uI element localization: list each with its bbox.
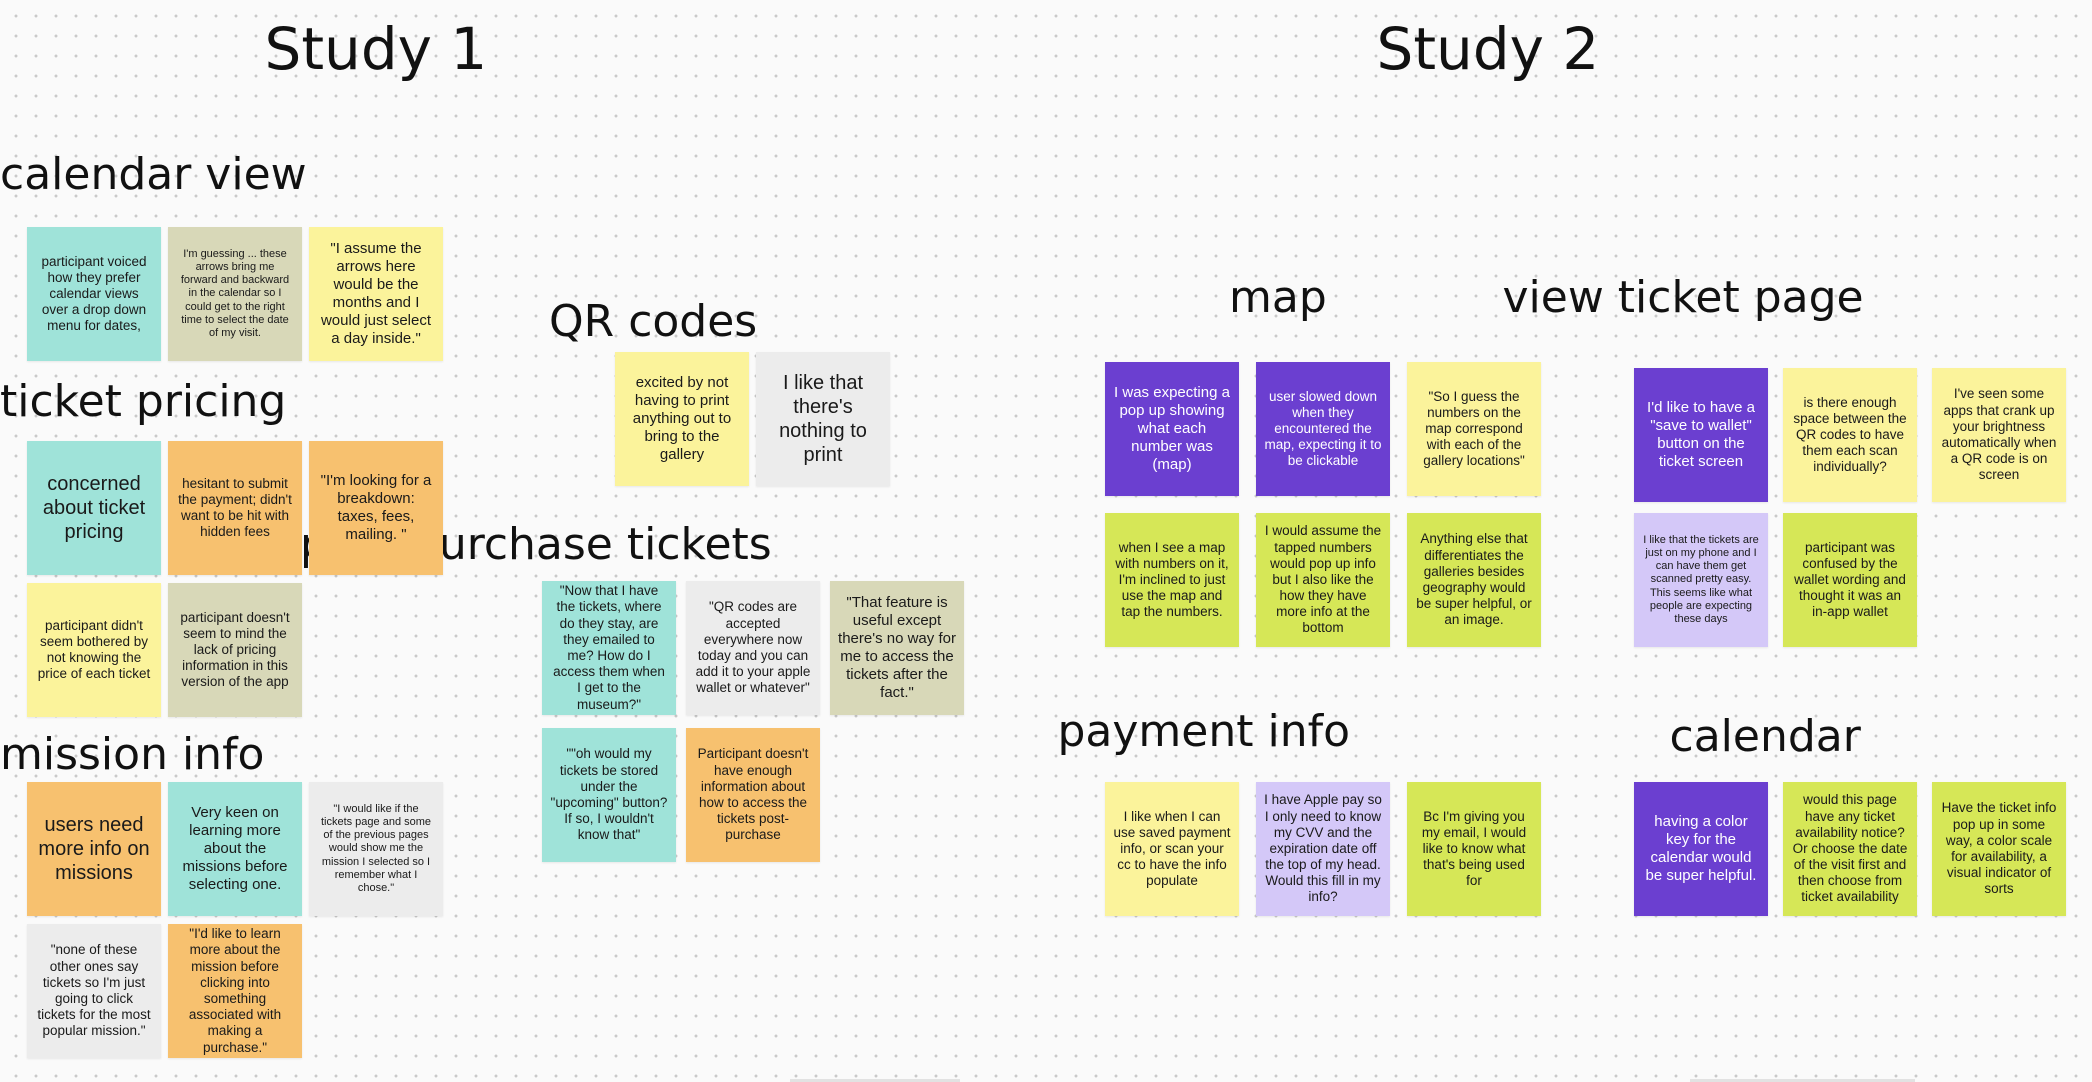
sticky-note[interactable]: I like that there's nothing to print [756,352,890,486]
sticky-note[interactable]: excited by not having to print anything … [615,352,749,486]
sticky-note[interactable]: when I see a map with numbers on it, I'm… [1105,513,1239,647]
sticky-note[interactable]: "I'm looking for a breakdown: taxes, fee… [309,441,443,575]
frame-edge [790,1079,960,1082]
sticky-note-text: having a color key for the calendar woul… [1645,813,1757,884]
sticky-note-text: participant didn't seem bothered by not … [37,617,151,682]
sticky-note[interactable]: is there enough space between the QR cod… [1783,368,1917,502]
sticky-note[interactable]: participant doesn't seem to mind the lac… [168,583,302,717]
cluster-title-view-ticket-page: view ticket page [1502,272,1864,323]
cluster-title-map: map [1229,272,1327,323]
cluster-title-mission-info: mission info [0,729,265,780]
sticky-note[interactable]: participant didn't seem bothered by not … [27,583,161,717]
sticky-note[interactable]: "Now that I have the tickets, where do t… [542,581,676,715]
sticky-note-text: I like that there's nothing to print [779,372,867,466]
sticky-note[interactable]: I'd like to have a "save to wallet" butt… [1634,368,1768,502]
sticky-note[interactable]: Very keen on learning more about the mis… [168,782,302,916]
sticky-note-text: "QR codes are accepted everywhere now to… [695,599,811,696]
sticky-note-text: I'd like to have a "save to wallet" butt… [1647,399,1755,470]
sticky-note-text: participant was confused by the wallet w… [1794,539,1906,620]
sticky-note[interactable]: I've seen some apps that crank up your b… [1932,368,2066,502]
sticky-note-text: is there enough space between the QR cod… [1793,394,1907,475]
sticky-note[interactable]: "That feature is useful except there's n… [830,581,964,715]
sticky-note-text: I was expecting a pop up showing what ea… [1114,384,1230,473]
sticky-note-text: "I would like if the tickets page and so… [320,802,432,894]
sticky-note[interactable]: I like when I can use saved payment info… [1105,782,1239,916]
sticky-note[interactable]: "I'd like to learn more about the missio… [168,924,302,1058]
sticky-note-text: "I assume the arrows here would be the m… [320,240,432,347]
sticky-note-text: when I see a map with numbers on it, I'm… [1115,539,1229,620]
sticky-note-text: would this page have any ticket availabi… [1792,792,1908,905]
sticky-note[interactable]: user slowed down when they encountered t… [1256,362,1390,496]
sticky-note-text: Participant doesn't have enough informat… [697,746,809,843]
sticky-note[interactable]: I was expecting a pop up showing what ea… [1105,362,1239,496]
cluster-title-calendar: calendar [1669,711,1861,762]
cluster-title-payment-info: payment info [1057,706,1351,757]
sticky-note-text: I've seen some apps that crank up your b… [1941,386,2057,483]
sticky-note-text: "Now that I have the tickets, where do t… [553,583,665,712]
sticky-note-text: "I'm looking for a breakdown: taxes, fee… [320,472,432,543]
sticky-note[interactable]: "none of these other ones say tickets so… [27,924,161,1058]
sticky-note[interactable]: participant was confused by the wallet w… [1783,513,1917,647]
sticky-note-text: excited by not having to print anything … [632,374,732,463]
sticky-note-text: Very keen on learning more about the mis… [182,804,288,893]
sticky-note-text: ""oh would my tickets be stored under th… [550,746,668,843]
sticky-note[interactable]: "I assume the arrows here would be the m… [309,227,443,361]
sticky-note-text: Anything else that differentiates the ga… [1416,531,1532,628]
sticky-note[interactable]: "QR codes are accepted everywhere now to… [686,581,820,715]
sticky-note[interactable]: ""oh would my tickets be stored under th… [542,728,676,862]
cluster-title-calendar-view: calendar view [0,149,307,200]
sticky-note[interactable]: "I would like if the tickets page and so… [309,782,443,916]
sticky-note[interactable]: I would assume the tapped numbers would … [1256,513,1390,647]
sticky-note-text: "That feature is useful except there's n… [838,594,956,701]
sticky-note[interactable]: I'm guessing ... these arrows bring me f… [168,227,302,361]
sticky-note[interactable]: "So I guess the numbers on the map corre… [1407,362,1541,496]
sticky-note[interactable]: Anything else that differentiates the ga… [1407,513,1541,647]
sticky-note-text: concerned about ticket pricing [42,473,146,543]
cluster-title-qr-codes: QR codes [549,296,758,347]
sticky-note-text: participant doesn't seem to mind the lac… [180,609,290,690]
sticky-note[interactable]: users need more info on missions [27,782,161,916]
sticky-note-text: I'm guessing ... these arrows bring me f… [180,247,290,339]
sticky-note[interactable]: I have Apple pay so I only need to know … [1256,782,1390,916]
sticky-note-text: I would assume the tapped numbers would … [1264,523,1382,636]
sticky-note-text: I like that the tickets are just on my p… [1643,533,1759,625]
sticky-note[interactable]: having a color key for the calendar woul… [1634,782,1768,916]
sticky-note[interactable]: would this page have any ticket availabi… [1783,782,1917,916]
sticky-note-text: participant voiced how they prefer calen… [41,253,147,334]
sticky-note[interactable]: Participant doesn't have enough informat… [686,728,820,862]
sticky-note-text: "none of these other ones say tickets so… [37,942,151,1039]
sticky-note-text: "I'd like to learn more about the missio… [188,926,282,1055]
sticky-note-text: hesitant to submit the payment; didn't w… [178,475,292,540]
sticky-note[interactable]: I like that the tickets are just on my p… [1634,513,1768,647]
frame-edge [1690,1079,1915,1082]
study-1-title: Study 1 [264,15,488,83]
sticky-note-text: Bc I'm giving you my email, I would like… [1421,808,1527,889]
sticky-note-text: Have the ticket info pop up in some way,… [1941,800,2057,897]
sticky-note-text: I like when I can use saved payment info… [1113,808,1231,889]
study-2-title: Study 2 [1376,15,1600,83]
sticky-note-text: user slowed down when they encountered t… [1264,388,1382,469]
sticky-note-text: users need more info on missions [38,814,150,884]
sticky-note-text: "So I guess the numbers on the map corre… [1423,388,1525,469]
cluster-title-ticket-pricing: ticket pricing [0,376,287,427]
sticky-note[interactable]: participant voiced how they prefer calen… [27,227,161,361]
sticky-note[interactable]: hesitant to submit the payment; didn't w… [168,441,302,575]
sticky-note[interactable]: Have the ticket info pop up in some way,… [1932,782,2066,916]
sticky-note[interactable]: concerned about ticket pricing [27,441,161,575]
sticky-note-text: I have Apple pay so I only need to know … [1264,792,1382,905]
sticky-note[interactable]: Bc I'm giving you my email, I would like… [1407,782,1541,916]
